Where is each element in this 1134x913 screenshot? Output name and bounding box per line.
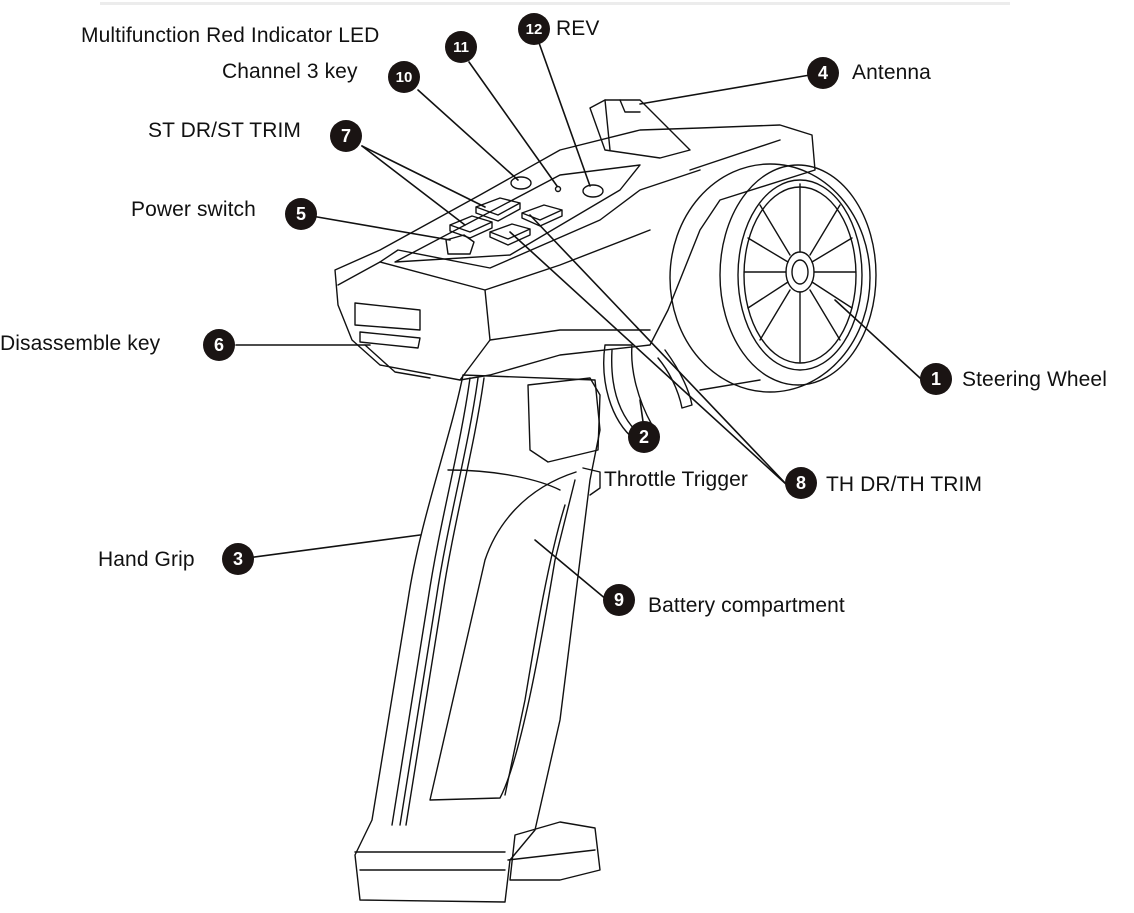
callout-label-throttle-trigger: Throttle Trigger — [604, 468, 748, 491]
callout-badge-5: 5 — [285, 198, 317, 230]
callout-badge-9: 9 — [603, 584, 635, 616]
callout-label-st-dr-st-trim: ST DR/ST TRIM — [148, 119, 301, 142]
top-rule — [100, 2, 1010, 5]
callout-label-disassemble-key: Disassemble key — [0, 332, 161, 355]
callout-label-hand-grip: Hand Grip — [98, 548, 195, 571]
callout-label-power-switch: Power switch — [131, 198, 256, 221]
callout-badge-12: 12 — [518, 13, 550, 45]
callout-badge-2: 2 — [628, 421, 660, 453]
body-drawing — [334, 99, 816, 381]
callout-badge-7: 7 — [330, 120, 362, 152]
callout-badge-11: 11 — [445, 31, 477, 63]
callout-label-battery-compartment: Battery compartment — [648, 594, 845, 617]
hand-grip-drawing — [354, 374, 601, 903]
callout-badge-6: 6 — [203, 329, 235, 361]
callout-badge-8: 8 — [785, 467, 817, 499]
callout-label-rev: REV — [556, 17, 600, 40]
callout-badge-3: 3 — [222, 543, 254, 575]
callout-badge-10: 10 — [388, 61, 420, 93]
callout-badge-1: 1 — [920, 363, 952, 395]
steering-wheel-drawing — [669, 139, 877, 393]
leader-lines — [231, 39, 921, 601]
callout-label-th-dr-th-trim: TH DR/TH TRIM — [826, 473, 983, 496]
callout-label-channel-3-key: Channel 3 key — [222, 60, 358, 83]
callout-badge-4: 4 — [807, 57, 839, 89]
callout-label-steering-wheel: Steering Wheel — [962, 368, 1107, 391]
callout-label-multifunction-led: Multifunction Red Indicator LED — [81, 24, 380, 47]
callout-label-antenna: Antenna — [852, 61, 931, 84]
